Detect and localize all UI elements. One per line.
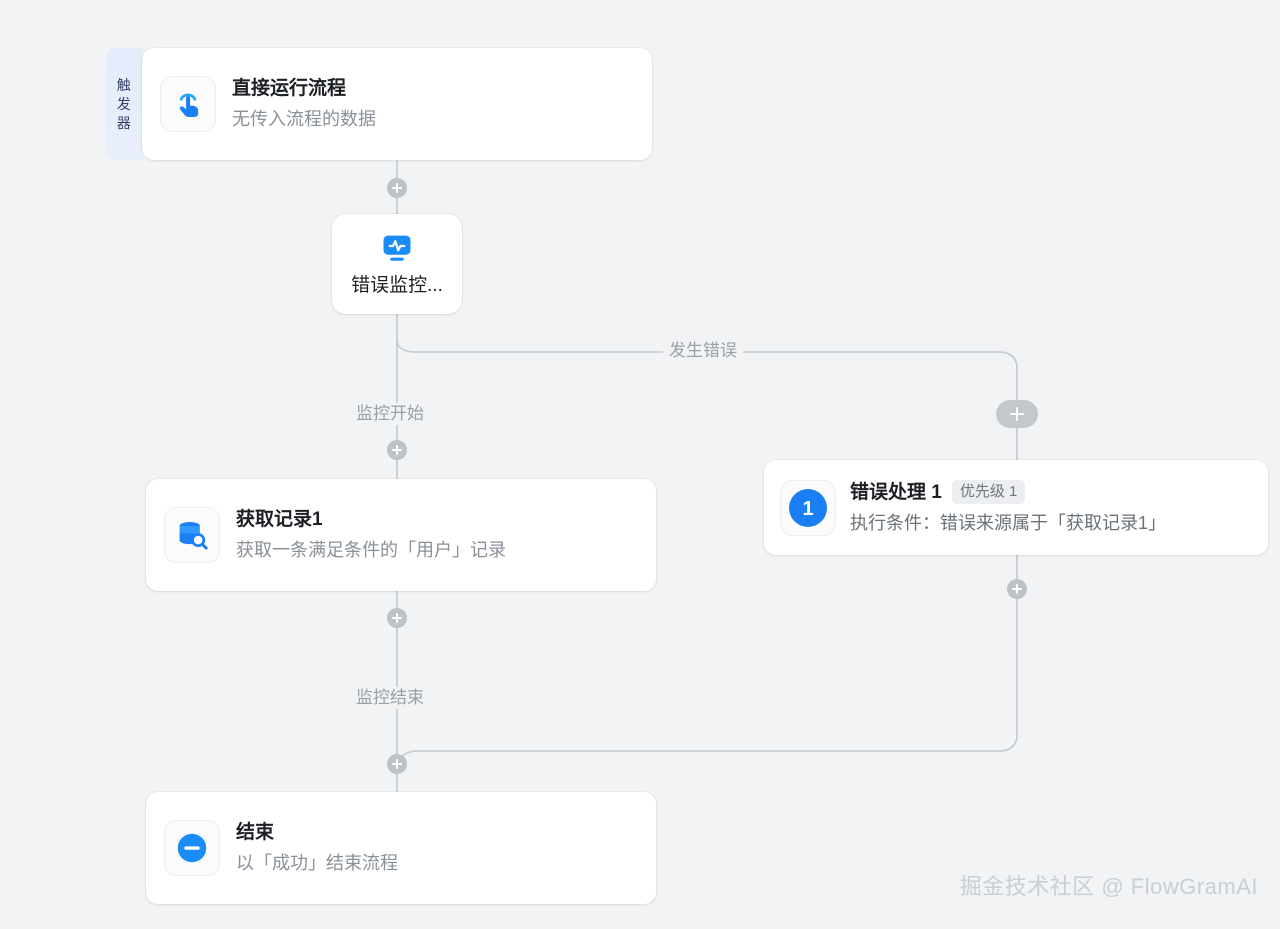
error-handler-icon-number: 1	[802, 498, 813, 520]
node-subtitle: 获取一条满足条件的「用户」记录	[236, 540, 506, 560]
add-node-before-end[interactable]	[387, 754, 407, 774]
node-error-handler[interactable]: 1 错误处理 1 优先级 1 执行条件：错误来源属于「获取记录1」	[764, 460, 1268, 555]
database-search-icon	[164, 507, 220, 563]
node-get-record[interactable]: 获取记录1 获取一条满足条件的「用户」记录	[146, 479, 656, 591]
monitor-pulse-icon	[383, 235, 411, 261]
node-end-texts: 结束 以「成功」结束流程	[236, 820, 398, 876]
plus-icon	[1012, 584, 1022, 594]
node-subtitle: 执行条件：错误来源属于「获取记录1」	[850, 512, 1167, 533]
trigger-group[interactable]: 触发器 直接运行流程 无传入流程的数据	[106, 48, 652, 160]
node-error-monitor-label: 错误监控...	[351, 275, 443, 296]
plus-icon	[1010, 407, 1024, 421]
plus-icon	[392, 445, 402, 455]
node-subtitle: 无传入流程的数据	[232, 109, 376, 129]
node-trigger[interactable]: 直接运行流程 无传入流程的数据	[142, 48, 652, 160]
edge-label-error-occurred: 发生错误	[663, 340, 743, 362]
edge-label-monitor-start: 监控开始	[350, 403, 430, 425]
node-title: 结束	[236, 822, 275, 843]
edge-label-monitor-end: 监控结束	[350, 687, 430, 709]
node-get-record-texts: 获取记录1 获取一条满足条件的「用户」记录	[236, 507, 506, 563]
add-node-after-get-record[interactable]	[387, 608, 407, 628]
add-node-monitor-start[interactable]	[387, 440, 407, 460]
node-error-handler-texts: 错误处理 1 优先级 1 执行条件：错误来源属于「获取记录1」	[850, 480, 1166, 536]
trigger-tab: 触发器	[106, 48, 142, 160]
tap-gesture-icon	[160, 76, 216, 132]
add-node-after-error-handler[interactable]	[1007, 579, 1027, 599]
error-handler-title-row: 错误处理 1 优先级 1	[850, 480, 1166, 505]
node-subtitle: 以「成功」结束流程	[236, 853, 398, 873]
number-badge-1-icon: 1	[780, 479, 836, 536]
node-title: 直接运行流程	[232, 78, 347, 99]
watermark: 掘金技术社区 @ FlowGramAI	[959, 874, 1258, 899]
minus-circle-icon	[164, 820, 220, 876]
node-end[interactable]: 结束 以「成功」结束流程	[146, 792, 656, 904]
node-trigger-texts: 直接运行流程 无传入流程的数据	[232, 76, 376, 132]
add-node-after-trigger[interactable]	[387, 178, 407, 198]
trigger-tab-label: 触发器	[116, 76, 132, 131]
node-title: 错误处理 1	[850, 481, 942, 503]
plus-icon	[392, 613, 402, 623]
plus-icon	[392, 759, 402, 769]
node-error-monitor[interactable]: 错误监控...	[332, 214, 462, 314]
node-title: 获取记录1	[236, 509, 323, 530]
priority-badge: 优先级 1	[951, 480, 1026, 504]
add-node-error-branch[interactable]	[996, 400, 1038, 428]
plus-icon	[392, 183, 402, 193]
